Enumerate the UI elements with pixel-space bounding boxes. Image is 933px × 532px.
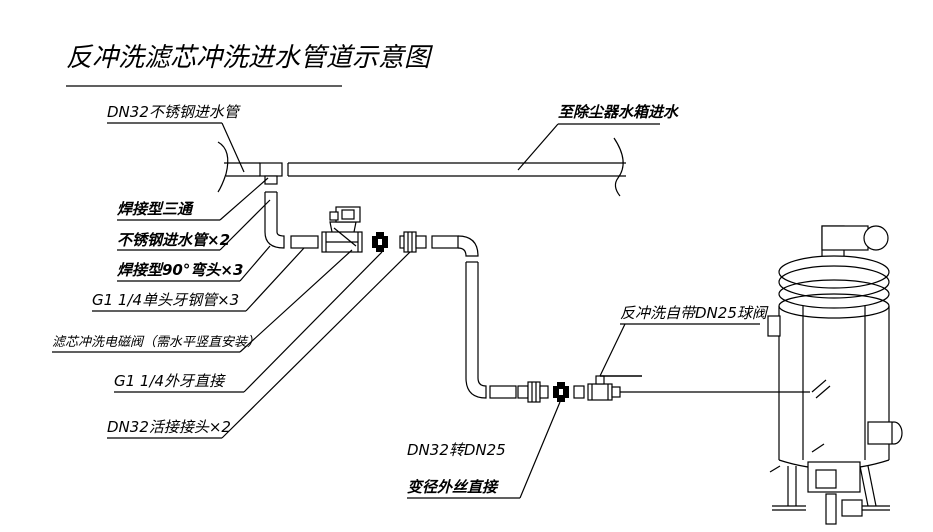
thread-pipe-2 [431,235,459,249]
label-to-tank: 至除尘器水箱进水 [558,103,679,121]
reducer-fitting [553,382,569,402]
thread-pipe-1 [290,235,319,249]
thread-pipe-3 [489,385,517,399]
leader-ss-pipe-diag [219,199,271,251]
solenoid-valve [321,206,363,253]
ball-valve [587,375,642,401]
label-reducer-line2: 变径外丝直接 [407,478,500,496]
pipe-to-tank [287,137,626,197]
leader-thread-pipe-diag [245,247,305,312]
vertical-pipe-1 [264,191,278,232]
weld-elbow-3 [465,377,487,399]
backwash-filter [767,225,903,525]
label-weld-elbow: 焊接型90°弯头×3 [116,261,243,279]
ext-straight-fitting [399,231,427,253]
weld-elbow-2 [457,235,479,257]
inlet-pipe-left [217,141,260,193]
leader-ball-valve-diag [599,323,626,377]
leader-ext-straight-diag [243,251,383,393]
vertical-pipe-2 [465,261,479,378]
leader-inlet-pipe-diag [221,122,245,173]
short-connector [573,385,585,399]
weld-tee [259,162,283,185]
leader-solenoid-valve-diag [239,249,353,353]
diagram-title: 反冲洗滤芯冲洗进水管道示意图 [66,43,434,73]
leader-to-tank-diag [517,123,559,171]
label-ball-valve: 反冲洗自带DN25球阀 [620,304,769,322]
leader-weld-tee-diag [219,177,269,221]
leader-weld-elbow-diag [239,245,271,282]
leader-union-diag [221,251,411,439]
label-ss-pipe: 不锈钢进水管×2 [117,231,230,249]
union-2 [517,381,549,403]
label-thread-pipe: G1 1/4单头牙钢管×3 [92,291,239,309]
union-1 [372,232,388,252]
label-union: DN32活接接头×2 [107,418,231,436]
label-weld-tee: 焊接型三通 [116,200,195,218]
leader-reducer-diag [519,401,561,499]
label-reducer-line1: DN32转DN25 [407,441,506,459]
label-inlet-pipe: DN32不锈钢进水管 [107,103,241,121]
label-solenoid-valve: 滤芯冲洗电磁阀（需水平竖直安装） [52,334,260,350]
weld-elbow-1 [264,231,285,249]
label-ext-straight: G1 1/4外牙直接 [114,372,226,390]
